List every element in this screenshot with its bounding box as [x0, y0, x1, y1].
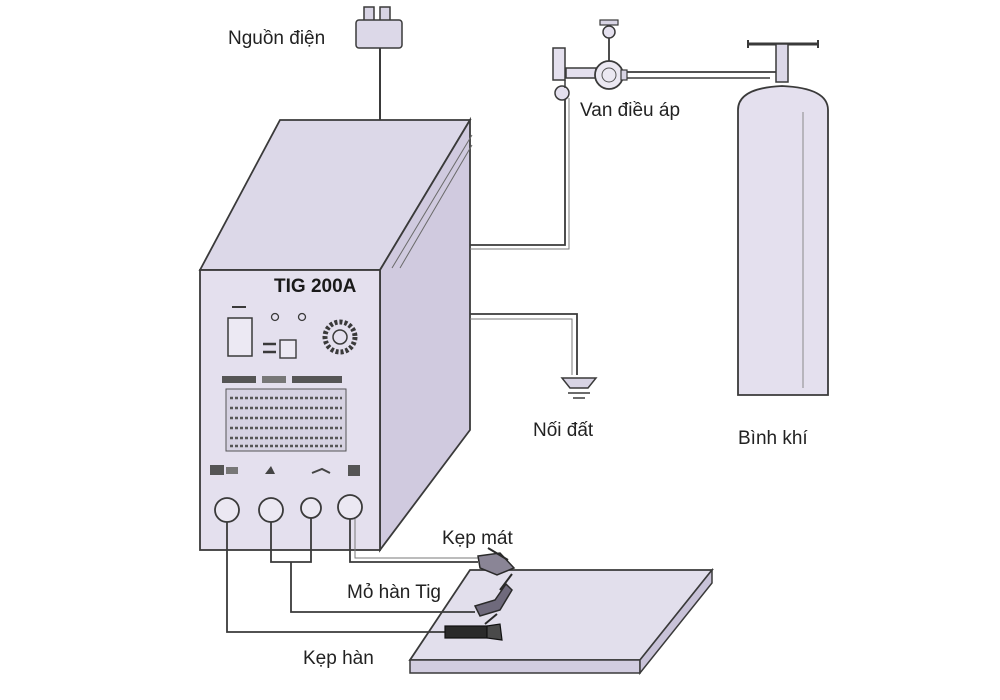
tig-torch-label: Mỏ hàn Tig [347, 582, 441, 603]
ground-wire-inner [470, 318, 573, 375]
gas-hose-inner [470, 98, 570, 250]
output-terminal [258, 497, 284, 523]
workpiece [408, 567, 714, 676]
indicator-light [297, 312, 307, 322]
ground-wire [470, 313, 578, 375]
cable-ground-clamp-inner [354, 519, 478, 559]
display-window [227, 317, 253, 357]
gas-hose [470, 95, 566, 246]
gas-cylinder [737, 40, 829, 396]
electrode-holder [444, 613, 503, 641]
ground-clamp [477, 547, 516, 576]
cable-electrode-holder [226, 522, 445, 633]
cable-ground-clamp [349, 519, 478, 563]
machine-model-label: TIG 200A [274, 276, 357, 297]
electrode-holder-label: Kẹp hàn [303, 648, 374, 669]
tig-torch [473, 573, 513, 617]
mode-switch [279, 339, 297, 359]
indicator-light [270, 312, 280, 322]
regulator-label: Van điều áp [580, 100, 681, 121]
output-terminal [300, 497, 322, 519]
output-terminal [214, 497, 240, 523]
power-source-label: Nguồn điện [228, 28, 326, 49]
ground-label: Nối đất [533, 420, 594, 441]
gas-cylinder-label: Bình khí [738, 428, 808, 449]
ground-symbol [560, 377, 598, 399]
welding-machine [198, 116, 473, 553]
output-terminal [337, 494, 363, 520]
power-plug [355, 6, 403, 49]
ventilation-grille [225, 388, 347, 452]
cable-torch-b [290, 562, 475, 613]
regulator [552, 19, 628, 101]
ground-clamp-label: Kẹp mát [442, 528, 513, 549]
